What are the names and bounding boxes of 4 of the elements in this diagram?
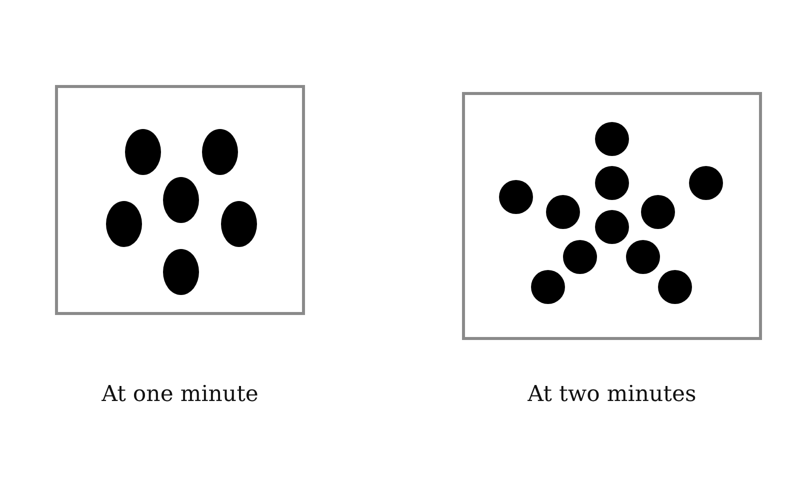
picture-frame <box>55 85 305 315</box>
node-label: At two minutes <box>528 382 696 407</box>
picture-frame <box>462 92 762 340</box>
node-label: At one minute <box>102 382 258 407</box>
